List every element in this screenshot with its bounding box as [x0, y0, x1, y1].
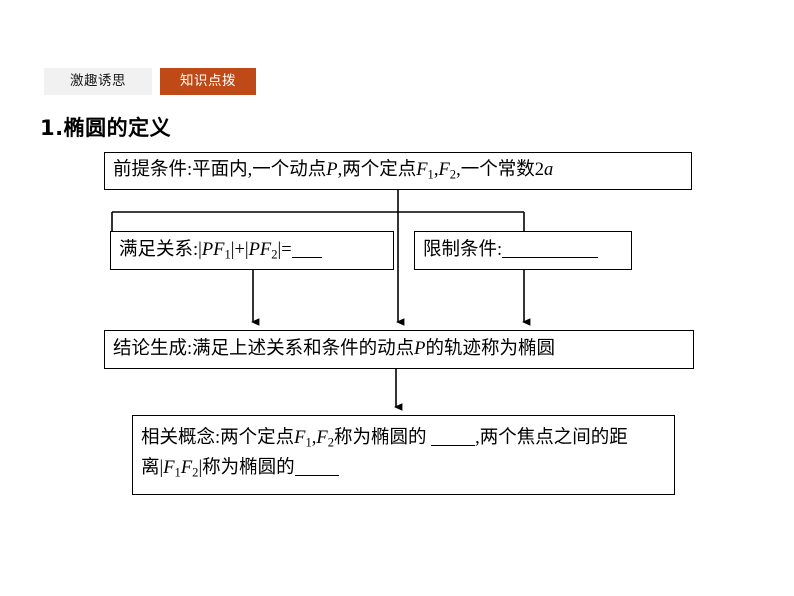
flow-box-conclusion-text: 结论生成:满足上述关系和条件的动点P的轨迹称为椭圆	[113, 338, 555, 359]
answer-blank	[431, 445, 476, 446]
answer-blank	[294, 474, 339, 476]
tab-bar: 激趣诱思 知识点拨	[44, 68, 256, 95]
tab-label: 激趣诱思	[70, 73, 126, 89]
answer-blank	[502, 256, 599, 258]
flow-box-concepts-text: 相关概念:两个定点F1,F2称为椭圆的 ,两个焦点之间的距离|F1F2|称为椭圆…	[141, 428, 628, 480]
flow-box-premise: 前提条件:平面内,一个动点P,两个定点F1,F2,一个常数2a	[104, 152, 692, 190]
page-title: 1.椭圆的定义	[40, 116, 172, 140]
tab-zhishi-diantt[interactable]: 知识点拨	[160, 68, 256, 95]
tab-label: 知识点拨	[180, 73, 236, 89]
tab-jiqu-yousi[interactable]: 激趣诱思	[44, 68, 152, 95]
flow-box-conclusion: 结论生成:满足上述关系和条件的动点P的轨迹称为椭圆	[104, 330, 694, 369]
flow-box-premise-text: 前提条件:平面内,一个动点P,两个定点F1,F2,一个常数2a	[113, 160, 554, 182]
flow-box-relation: 满足关系:|PF1|+|PF2|=	[110, 231, 394, 270]
flow-box-relation-text: 满足关系:|PF1|+|PF2|=	[119, 239, 322, 263]
flow-box-concepts: 相关概念:两个定点F1,F2称为椭圆的 ,两个焦点之间的距离|F1F2|称为椭圆…	[132, 415, 675, 495]
answer-blank	[291, 256, 322, 258]
flow-box-restriction-text: 限制条件:	[423, 239, 599, 263]
flow-box-restriction: 限制条件:	[414, 231, 632, 270]
